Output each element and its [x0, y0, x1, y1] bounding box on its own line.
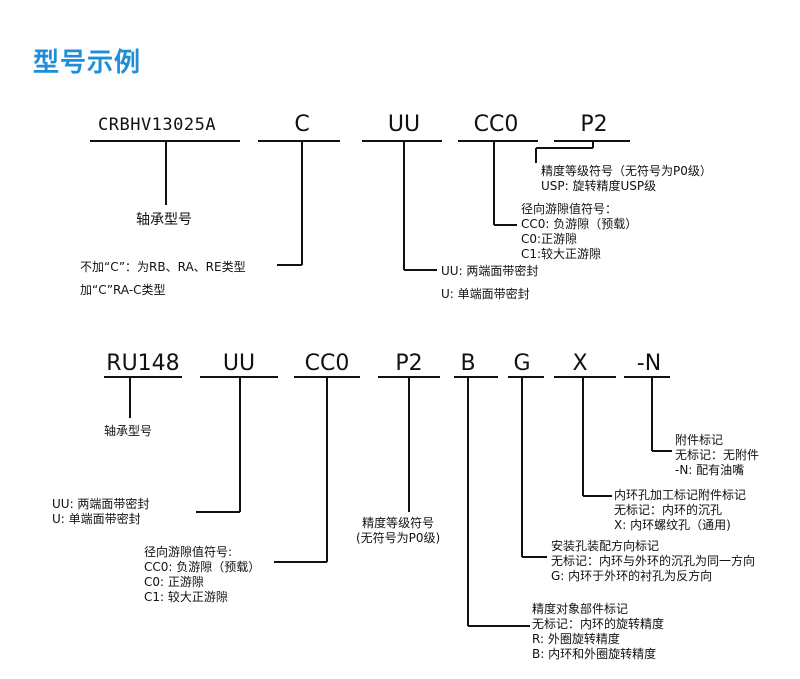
accessory-line-3: -N: 配有油嘴 — [675, 463, 745, 477]
clearance-line-1: 径向游隙值符号： — [521, 202, 618, 216]
precision-object-line-1: 精度对象部件标记 — [532, 602, 629, 616]
code-b: B — [460, 351, 476, 376]
clearance-note-2: 径向游隙值符号: CC0: 负游隙（预载） C0: 正游隙 C1: 较大正游隙 — [144, 545, 260, 605]
clearance-note-1: 径向游隙值符号： CC0: 负游隙（预载） C0:正游隙 C1:较大正游隙 — [521, 202, 637, 262]
precision-line-2: USP: 旋转精度USP级 — [541, 179, 657, 193]
code-uu: UU — [387, 112, 421, 137]
c-suffix-line-1: 不加“C”：为RB、RA、RE类型 — [80, 260, 246, 274]
precision-line-1: 精度等级符号（无符号为P0级） — [541, 164, 712, 178]
inner-hole-line-1: 内环孔加工标记附件标记 — [614, 488, 747, 502]
seal-line-2: U: 单端面带密封 — [441, 287, 530, 301]
code-crbhv13025a: CRBHV13025A — [98, 115, 217, 135]
precision2-line-1: 精度等级符号 — [362, 516, 435, 530]
seal-line-1: UU: 两端面带密封 — [441, 264, 539, 278]
clearance-line-4: C1:较大正游隙 — [521, 247, 602, 261]
c-suffix-note: 不加“C”：为RB、RA、RE类型 加“C”RA-C类型 — [80, 260, 246, 298]
inner-hole-line-3: X: 内环螺纹孔（通用) — [614, 518, 731, 532]
code-p2: P2 — [580, 112, 608, 137]
code-c: C — [294, 112, 310, 137]
accessory-note: 附件标记 无标记：无附件 -N: 配有油嘴 — [675, 433, 759, 478]
code-cc0: CC0 — [473, 112, 519, 137]
code-p2-2: P2 — [395, 351, 423, 376]
mounting-direction-note: 安装孔装配方向标记 无标记：内环与外环的沉孔为同一方向 G: 内环于外环的衬孔为… — [551, 539, 755, 584]
seal2-line-2: U: 单端面带密封 — [52, 512, 141, 526]
accessory-line-1: 附件标记 — [675, 433, 724, 447]
precision-object-line-4: B: 内环和外圈旋转精度 — [532, 647, 657, 661]
clearance-line-2: CC0: 负游隙（预载） — [521, 217, 638, 231]
code-n: -N — [636, 351, 662, 376]
bearing-type-label-1: 轴承型号 — [136, 212, 192, 228]
precision-object-line-2: 无标记：内环的旋转精度 — [532, 617, 665, 631]
clearance2-line-1: 径向游隙值符号: — [144, 545, 233, 559]
bearing-type-label-2: 轴承型号 — [104, 424, 153, 438]
code-uu-2: UU — [222, 351, 256, 376]
code-ru148: RU148 — [106, 351, 180, 376]
precision2-line-2: (无符号为P0级) — [356, 531, 441, 545]
mounting-line-3: G: 内环于外环的衬孔为反方向 — [551, 569, 713, 583]
clearance2-line-2: CC0: 负游隙（预载） — [144, 560, 261, 574]
inner-hole-line-2: 无标记：内环的沉孔 — [614, 503, 723, 517]
precision-note-2: 精度等级符号 (无符号为P0级) — [356, 516, 440, 546]
c-suffix-line-2: 加“C”RA-C类型 — [80, 283, 166, 297]
code-x: X — [572, 351, 588, 376]
code-g: G — [513, 351, 531, 376]
precision-note-1: 精度等级符号（无符号为P0级） USP: 旋转精度USP级 — [541, 164, 712, 194]
page-title: 型号示例 — [33, 48, 142, 78]
mounting-line-1: 安装孔装配方向标记 — [551, 539, 660, 553]
code-cc0-2: CC0 — [304, 351, 350, 376]
clearance2-line-4: C1: 较大正游隙 — [144, 590, 228, 604]
clearance-line-3: C0:正游隙 — [521, 232, 578, 246]
precision-object-note: 精度对象部件标记 无标记：内环的旋转精度 R: 外圈旋转精度 B: 内环和外圈旋… — [532, 602, 664, 662]
mounting-line-2: 无标记：内环与外环的沉孔为同一方向 — [551, 554, 756, 568]
clearance2-line-3: C0: 正游隙 — [144, 575, 204, 589]
seal-note-2: UU: 两端面带密封 U: 单端面带密封 — [52, 497, 149, 527]
seal2-line-1: UU: 两端面带密封 — [52, 497, 150, 511]
precision-object-line-3: R: 外圈旋转精度 — [532, 632, 620, 646]
accessory-line-2: 无标记：无附件 — [675, 448, 760, 462]
seal-note-1: UU: 两端面带密封 U: 单端面带密封 — [441, 264, 538, 302]
inner-hole-note: 内环孔加工标记附件标记 无标记：内环的沉孔 X: 内环螺纹孔（通用) — [614, 488, 746, 533]
